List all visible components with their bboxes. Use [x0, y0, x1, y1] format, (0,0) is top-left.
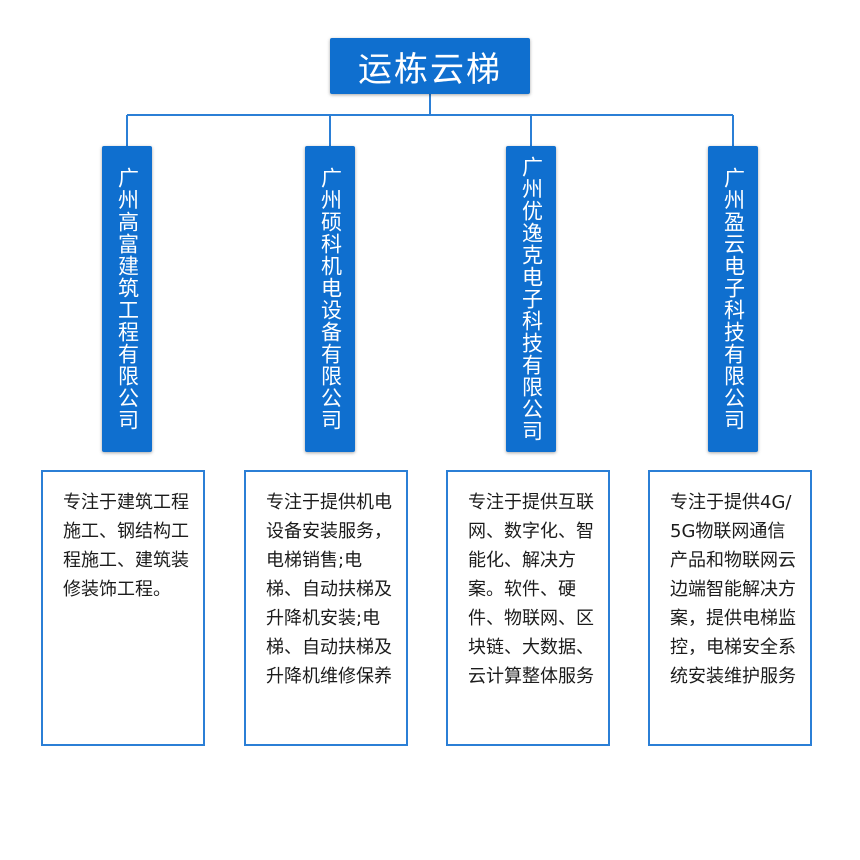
root-node: 运栋云梯 [330, 38, 530, 94]
company-name-4: 广州盈云电子科技有限公司 [721, 167, 746, 431]
company-name-2: 广州硕科机电设备有限公司 [318, 167, 343, 431]
description-box-1: 专注于建筑工程施工、钢结构工程施工、建筑装修装饰工程。 [41, 470, 205, 746]
company-node-1: 广州高富建筑工程有限公司 [102, 146, 152, 452]
root-title: 运栋云梯 [358, 49, 502, 90]
company-name-1: 广州高富建筑工程有限公司 [115, 167, 140, 431]
description-text-2: 专注于提供机电设备安装服务，电梯销售;电梯、自动扶梯及升降机安装;电梯、自动扶梯… [266, 492, 392, 687]
description-box-2: 专注于提供机电设备安装服务，电梯销售;电梯、自动扶梯及升降机安装;电梯、自动扶梯… [244, 470, 408, 746]
company-node-3: 广州优逸克电子科技有限公司 [506, 146, 556, 452]
company-node-4: 广州盈云电子科技有限公司 [708, 146, 758, 452]
description-box-3: 专注于提供互联网、数字化、智能化、解决方案。软件、硬件、物联网、区块链、大数据、… [446, 470, 610, 746]
company-node-2: 广州硕科机电设备有限公司 [305, 146, 355, 452]
description-text-1: 专注于建筑工程施工、钢结构工程施工、建筑装修装饰工程。 [63, 492, 189, 600]
company-name-3: 广州优逸克电子科技有限公司 [519, 156, 544, 442]
description-text-3: 专注于提供互联网、数字化、智能化、解决方案。软件、硬件、物联网、区块链、大数据、… [468, 492, 594, 687]
description-box-4: 专注于提供4G/5G物联网通信产品和物联网云边端智能解决方案，提供电梯监控，电梯… [648, 470, 812, 746]
description-text-4: 专注于提供4G/5G物联网通信产品和物联网云边端智能解决方案，提供电梯监控，电梯… [670, 492, 796, 687]
